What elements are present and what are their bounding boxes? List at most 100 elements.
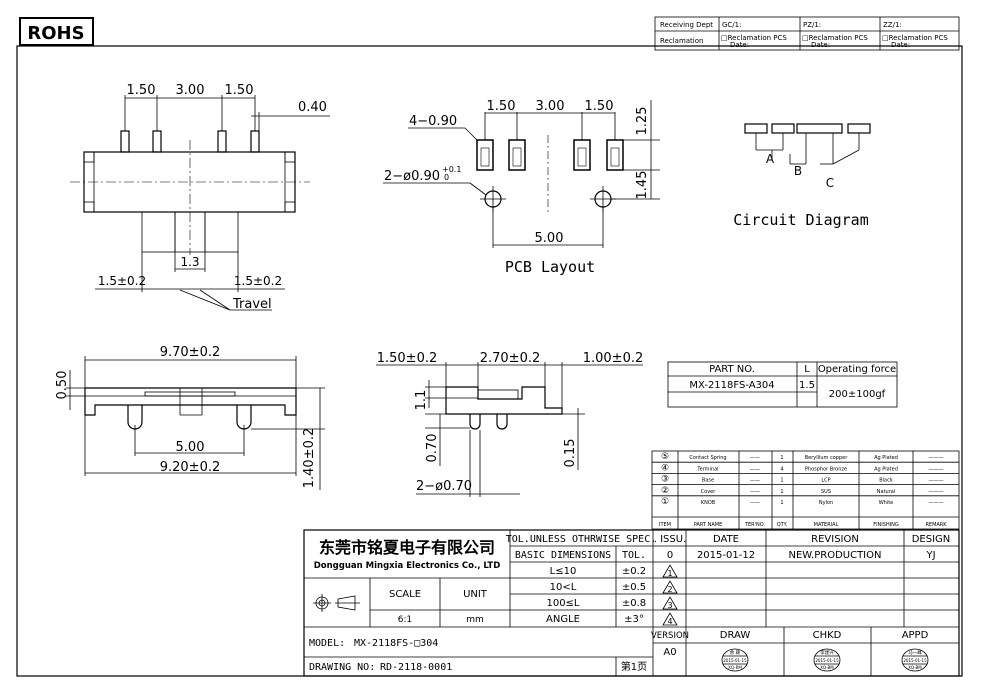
side-view: 9.70±0.2 0.50 5.00 9.20±0.2 1.40±0.2 [55, 345, 325, 490]
bom-cell-ter: —— [750, 500, 760, 506]
bom-cell-name: Cover [701, 489, 717, 495]
bom-cell-rem: ——— [929, 478, 944, 484]
bom-cell-fin: White [879, 500, 894, 506]
bom-cell-name: Base [702, 478, 714, 484]
travel-label: Travel [232, 297, 272, 312]
version-header: VERSION [651, 631, 689, 641]
tol-label: TOL. [622, 550, 646, 561]
draw-stamp: 余 颖 2015-01-15 XQ-RM [721, 648, 749, 672]
travel-right-dim: 1.5±0.2 [234, 274, 282, 288]
bom-header: REMARK [925, 522, 947, 528]
rev-mark-4: 4 [667, 617, 672, 626]
end-dim-270: 2.70±0.2 [480, 351, 541, 366]
end-dim-pin: 2−ø0.70 [416, 479, 472, 494]
chkd-stamp: 李建兴 2015-01-15 XQ-BM [813, 648, 841, 672]
circuit-label-c: C [826, 176, 834, 190]
bom-cell-fin: Ag Plated [874, 466, 898, 472]
revision-header: REVISION [811, 534, 859, 545]
page-number: 第1页 [621, 660, 647, 673]
bom-header: QTY. [777, 522, 788, 528]
bom-cell-no: ① [661, 497, 669, 507]
pcb-dim-150a: 1.50 [487, 99, 516, 114]
gc-label: GC/1: [722, 21, 741, 29]
pcb-layout-view: 1.50 3.00 1.50 4−0.90 1.25 1.45 2−ø0.90 … [383, 99, 660, 276]
bom-cell-ter: —— [750, 466, 760, 472]
chkd-header: CHKD [813, 630, 842, 641]
pcb-dim-500: 5.00 [535, 231, 564, 246]
part-no-value: MX-2118FS-A304 [689, 380, 774, 391]
top-dim-150a: 1.50 [127, 83, 156, 98]
l-header: L [804, 364, 810, 375]
scale-label: SCALE [389, 589, 421, 600]
appd-stamp-date: 2015-01-15 [903, 658, 927, 663]
bom-cell-no: ② [661, 486, 669, 496]
side-dim-050: 0.50 [55, 371, 70, 400]
rev-mark-2: 2 [667, 585, 672, 594]
pcb-layout-title: PCB Layout [505, 258, 595, 276]
bom-cell-fin: Ag Plated [874, 455, 898, 461]
revision-value: NEW.PRODUCTION [789, 550, 882, 561]
side-dim-970: 9.70±0.2 [160, 345, 221, 360]
date-text-1: Date: [730, 41, 749, 49]
basic-dimensions-label: BASIC DIMENSIONS [515, 550, 611, 561]
model-value: MX-2118FS-□304 [354, 638, 438, 649]
drawing-no-value: RD-2118-0001 [380, 662, 452, 673]
side-dim-140: 1.40±0.2 [302, 428, 317, 489]
design-value: YJ [925, 550, 935, 561]
tol-title: TOL.UNLESS OTHRWISE SPEC. [506, 534, 657, 545]
part-number-table: PART NO. L Operating force MX-2118FS-A30… [667, 361, 898, 408]
version-value: A0 [663, 647, 676, 658]
company-name-cn: 东莞市铭夏电子有限公司 [319, 538, 495, 557]
draw-stamp-name: 余 颖 [730, 649, 741, 656]
unit-label: UNIT [463, 589, 488, 600]
draw-header: DRAW [720, 630, 751, 641]
top-view: 1.50 3.00 1.50 0.40 1.3 1.5±0.2 1.5±0.2 … [70, 83, 330, 312]
end-dim-150: 1.50±0.2 [377, 351, 438, 366]
draw-stamp-tag: XQ-RM [728, 665, 742, 670]
appd-stamp-name: 马一峰 [908, 649, 922, 656]
bom-cell-mat: Phosphor Bronze [805, 466, 847, 472]
projection-symbol-icon [313, 594, 360, 612]
bom-cell-no: ⑤ [661, 452, 669, 462]
l-value: 1.5 [799, 380, 815, 391]
bom-cell-ter: —— [750, 478, 760, 484]
drawing-no-label: DRAWING NO: [309, 662, 375, 673]
chkd-stamp-name: 李建兴 [820, 649, 834, 656]
bom-header: FINISHING [873, 522, 899, 528]
date-text-2: Date: [811, 41, 830, 49]
date-value: 2015-01-12 [697, 550, 755, 561]
circuit-label-b: B [794, 164, 802, 178]
bom-cell-mat: Nylon [819, 500, 833, 506]
pcb-hole-tol-up: +0.1 [442, 165, 461, 174]
tol-val-2: ±0.5 [622, 582, 646, 593]
receiving-block: Receiving Dept Reclamation GC/1: PZ/1: Z… [654, 16, 960, 51]
tol-range-4: ANGLE [546, 614, 580, 625]
bom-cell-mat: LCP [821, 478, 830, 484]
bom-cell-ter: —— [750, 455, 760, 461]
rev-mark-3: 3 [667, 601, 672, 610]
side-dim-500: 5.00 [176, 440, 205, 455]
travel-left-dim: 1.5±0.2 [98, 274, 146, 288]
bom-cell-no: ③ [661, 475, 669, 485]
tol-val-1: ±0.2 [622, 566, 646, 577]
bom-cell-qty: 4 [780, 466, 783, 472]
chkd-stamp-date: 2015-01-15 [815, 658, 839, 663]
recl-text-1: □Reclamation PCS [721, 34, 787, 42]
force-value: 200±100gf [829, 389, 886, 400]
force-header: Operating force [818, 364, 896, 375]
tol-val-4: ±3° [624, 614, 644, 625]
bom-cell-qty: 1 [780, 489, 783, 495]
tol-range-2: 10<L [550, 582, 577, 593]
chkd-stamp-tag: XQ-BM [820, 665, 834, 670]
bom-cell-mat: Beryllium copper [805, 455, 849, 461]
scale-value: 6:1 [398, 615, 412, 625]
bom-cell-no: ④ [661, 463, 669, 473]
draw-stamp-date: 2015-01-15 [723, 658, 747, 663]
bom-cell-qty: 1 [780, 500, 783, 506]
circuit-diagram: A B C Circuit Diagram [733, 123, 871, 229]
bom-cell-rem: ——— [929, 500, 944, 506]
bom-cell-rem: ——— [929, 466, 944, 472]
appd-header: APPD [902, 630, 929, 641]
bom-cell-mat: SUS [821, 489, 831, 495]
